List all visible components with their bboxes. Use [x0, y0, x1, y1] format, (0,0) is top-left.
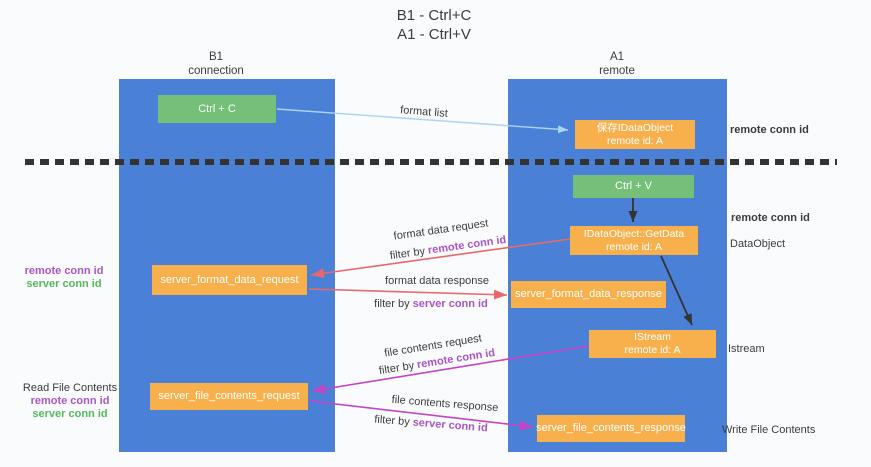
format-list-label: format list [399, 104, 449, 120]
column-header-a1: A1 remote [599, 50, 635, 78]
server-file-contents-response-label: server_file_contents_response [536, 422, 686, 434]
left-legend-format: remote conn id server conn id [25, 265, 104, 291]
remote-conn-id-side-label-2: remote conn id [731, 212, 810, 224]
title-line-1: B1 - Ctrl+C [396, 7, 472, 24]
ctrl-v-label: Ctrl + V [615, 180, 652, 192]
getdata-line1: IDataObject::GetData [583, 227, 685, 240]
server-file-contents-request-node: server_file_contents_request [150, 383, 308, 410]
dataobject-side-label: DataObject [730, 238, 786, 250]
ctrl-c-label: Ctrl + C [198, 102, 236, 115]
column-b1-name: B1 [208, 51, 224, 63]
server-file-contents-request-label: server_file_contents_request [158, 390, 300, 402]
istream-node: IStream remote id: A [589, 330, 716, 358]
filter-by-text: filter by [373, 413, 411, 429]
column-a1-role: remote [599, 65, 635, 77]
filter-by-text: filter by [374, 298, 410, 310]
getdata-line2: remote id: A [605, 240, 663, 253]
ctrl-v-node: Ctrl + V [573, 175, 694, 198]
idataobject-getdata-node: IDataObject::GetData remote id: A [570, 226, 698, 255]
istream-line2: remote id: A [624, 344, 681, 356]
save-idataobject-line1: 保存IDataObject [596, 121, 674, 134]
column-a1-name: A1 [609, 51, 625, 63]
server-conn-id-text: server conn id [412, 416, 489, 435]
istream-side-label: Istream [728, 343, 765, 355]
column-b1-role: connection [188, 65, 244, 77]
title-line-2: A1 - Ctrl+V [397, 26, 471, 43]
save-idataobject-line2: remote id: A [606, 134, 664, 147]
save-idataobject-node: 保存IDataObject remote id: A [575, 120, 695, 149]
write-file-contents-label: Write File Contents [722, 424, 816, 436]
ctrl-c-node: Ctrl + C [158, 95, 276, 123]
remote-conn-id-legend: remote conn id [24, 265, 104, 277]
remote-conn-id-legend: remote conn id [30, 395, 110, 407]
server-format-data-response-node: server_format_data_response [511, 281, 666, 308]
filter-by-text: filter by [389, 245, 426, 263]
remote-conn-id-side-label-1: remote conn id [730, 124, 809, 136]
filter-by-text: filter by [378, 359, 416, 378]
format-data-response-label: format data response [385, 275, 489, 287]
dashed-separator-line [25, 159, 837, 165]
istream-line1: IStream [634, 331, 671, 343]
diagram-title: B1 - Ctrl+C A1 - Ctrl+V [397, 6, 472, 44]
read-file-contents-label: Read File Contents [22, 382, 118, 394]
remote-conn-id-text: remote conn id [427, 233, 507, 257]
server-conn-id-text: server conn id [412, 298, 488, 310]
format-data-response-arrow [308, 288, 508, 300]
server-conn-id-legend: server conn id [32, 408, 108, 420]
left-legend-file: Read File Contents remote conn id server… [23, 382, 117, 421]
server-format-data-request-node: server_format_data_request [152, 265, 307, 295]
column-header-b1: B1 connection [188, 50, 244, 78]
server-conn-id-legend: server conn id [26, 278, 102, 290]
file-contents-response-label: file contents response [391, 393, 499, 415]
server-file-contents-response-node: server_file_contents_response [536, 415, 686, 442]
server-format-data-response-label: server_format_data_response [515, 288, 662, 300]
server-format-data-request-label: server_format_data_request [160, 273, 299, 286]
